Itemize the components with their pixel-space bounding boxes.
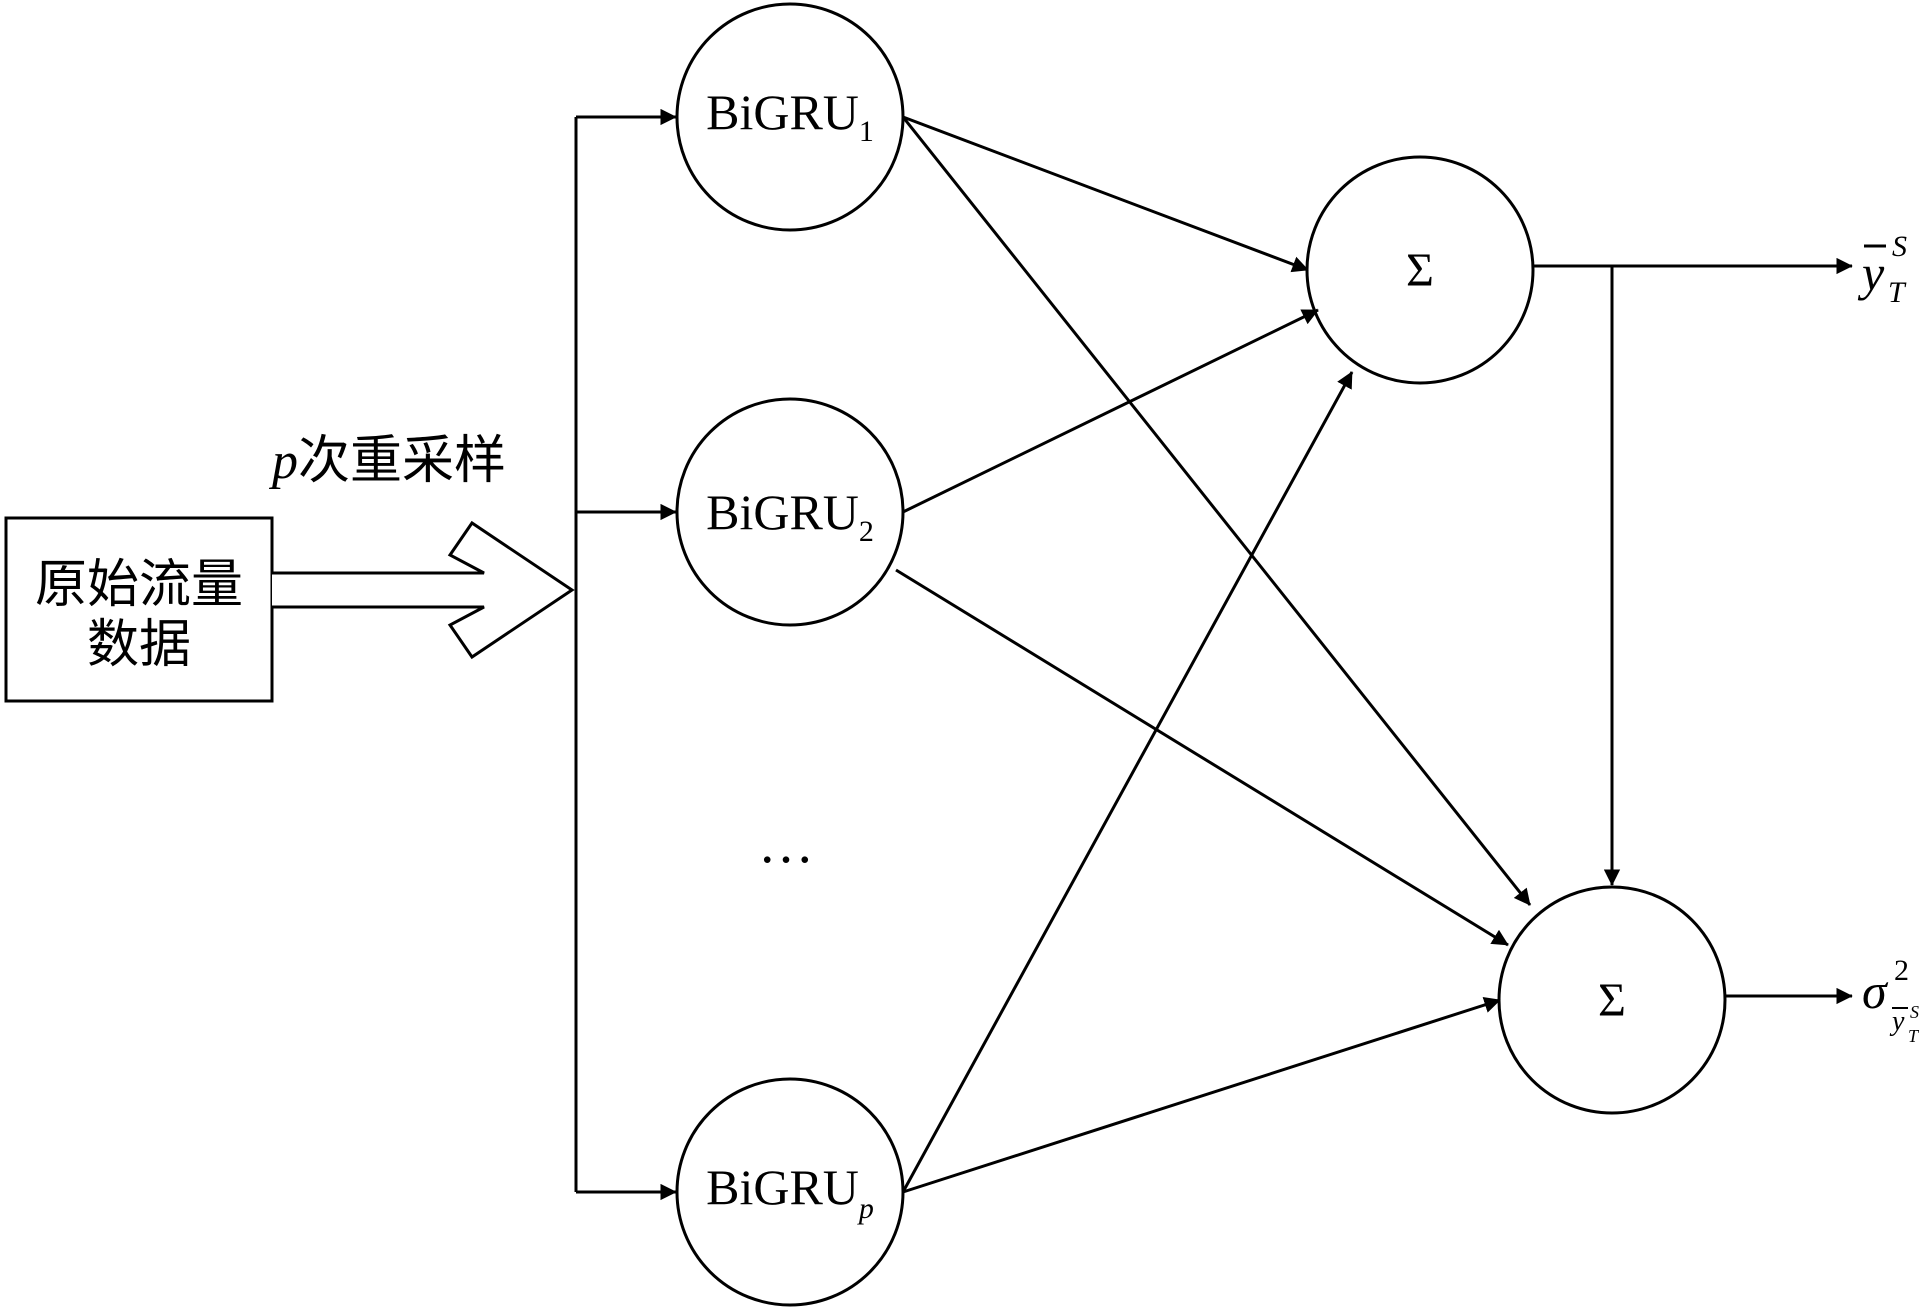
ellipsis: … xyxy=(758,813,814,875)
svg-text:S: S xyxy=(1892,230,1907,263)
mean-output-label: y S T xyxy=(1857,230,1907,309)
bigru-node-2 xyxy=(675,397,905,627)
edge-model-p-to-mean xyxy=(901,371,1354,1193)
svg-text:y: y xyxy=(1889,1006,1905,1037)
resample-label: p次重采样 xyxy=(268,431,506,491)
svg-text:y: y xyxy=(1857,245,1885,301)
source-data-label-line2: 数据 xyxy=(87,615,191,675)
source-data-box xyxy=(4,516,274,703)
source-data-label-line1: 原始流量 xyxy=(35,555,243,615)
bigru-node-1-label: BiGRU1 xyxy=(706,84,874,148)
svg-text:T: T xyxy=(1888,276,1907,309)
bigru-node-p-label: BiGRUp xyxy=(706,1159,874,1225)
svg-text:σ: σ xyxy=(1862,963,1889,1019)
edge-model-1-to-mean xyxy=(902,115,1309,273)
svg-text:S: S xyxy=(1910,1002,1919,1022)
bigru-node-2-label: BiGRU2 xyxy=(706,484,874,548)
edge-model-2-to-variance xyxy=(895,568,1509,947)
variance-output-label: σ 2 y S T xyxy=(1862,954,1920,1046)
edge-model-2-to-mean xyxy=(902,308,1319,514)
svg-text:T: T xyxy=(1908,1026,1920,1046)
edge-model-p-to-variance xyxy=(902,996,1501,1194)
variance-sum-symbol: Σ xyxy=(1598,974,1626,1027)
mean-sum-symbol: Σ xyxy=(1406,244,1434,297)
resample-hollow-arrow xyxy=(272,520,575,660)
svg-text:2: 2 xyxy=(1894,954,1909,987)
edge-model-1-to-variance xyxy=(901,116,1532,906)
